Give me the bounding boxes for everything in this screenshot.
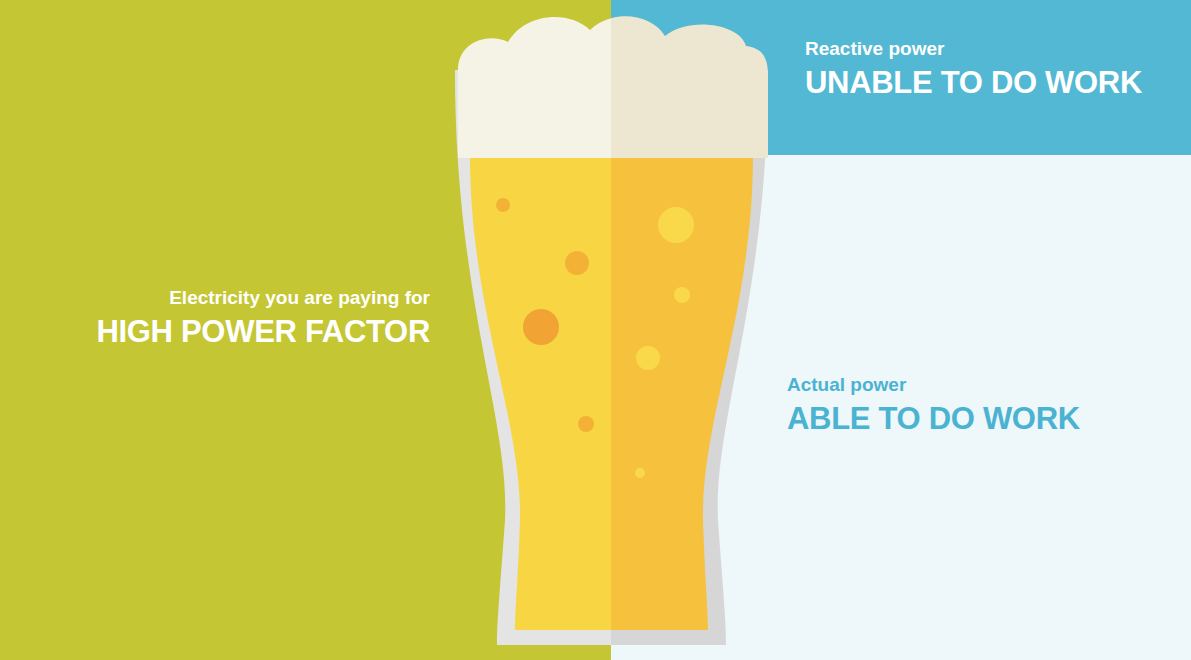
panel-heading: UNABLE TO DO WORK [805,64,1181,101]
panel-heading: HIGH POWER FACTOR [20,313,430,350]
actual-power-panel: Actual powerABLE TO DO WORK [611,155,1191,660]
reactive-power-band: Reactive powerUNABLE TO DO WORK [611,0,1191,155]
paid-power-panel: Electricity you are paying forHIGH POWER… [0,0,611,660]
panel-subheading: Actual power [787,373,1181,397]
panel-subheading: Electricity you are paying for [20,286,430,310]
panel-heading: ABLE TO DO WORK [787,400,1181,437]
panel-subheading: Reactive power [805,37,1181,61]
